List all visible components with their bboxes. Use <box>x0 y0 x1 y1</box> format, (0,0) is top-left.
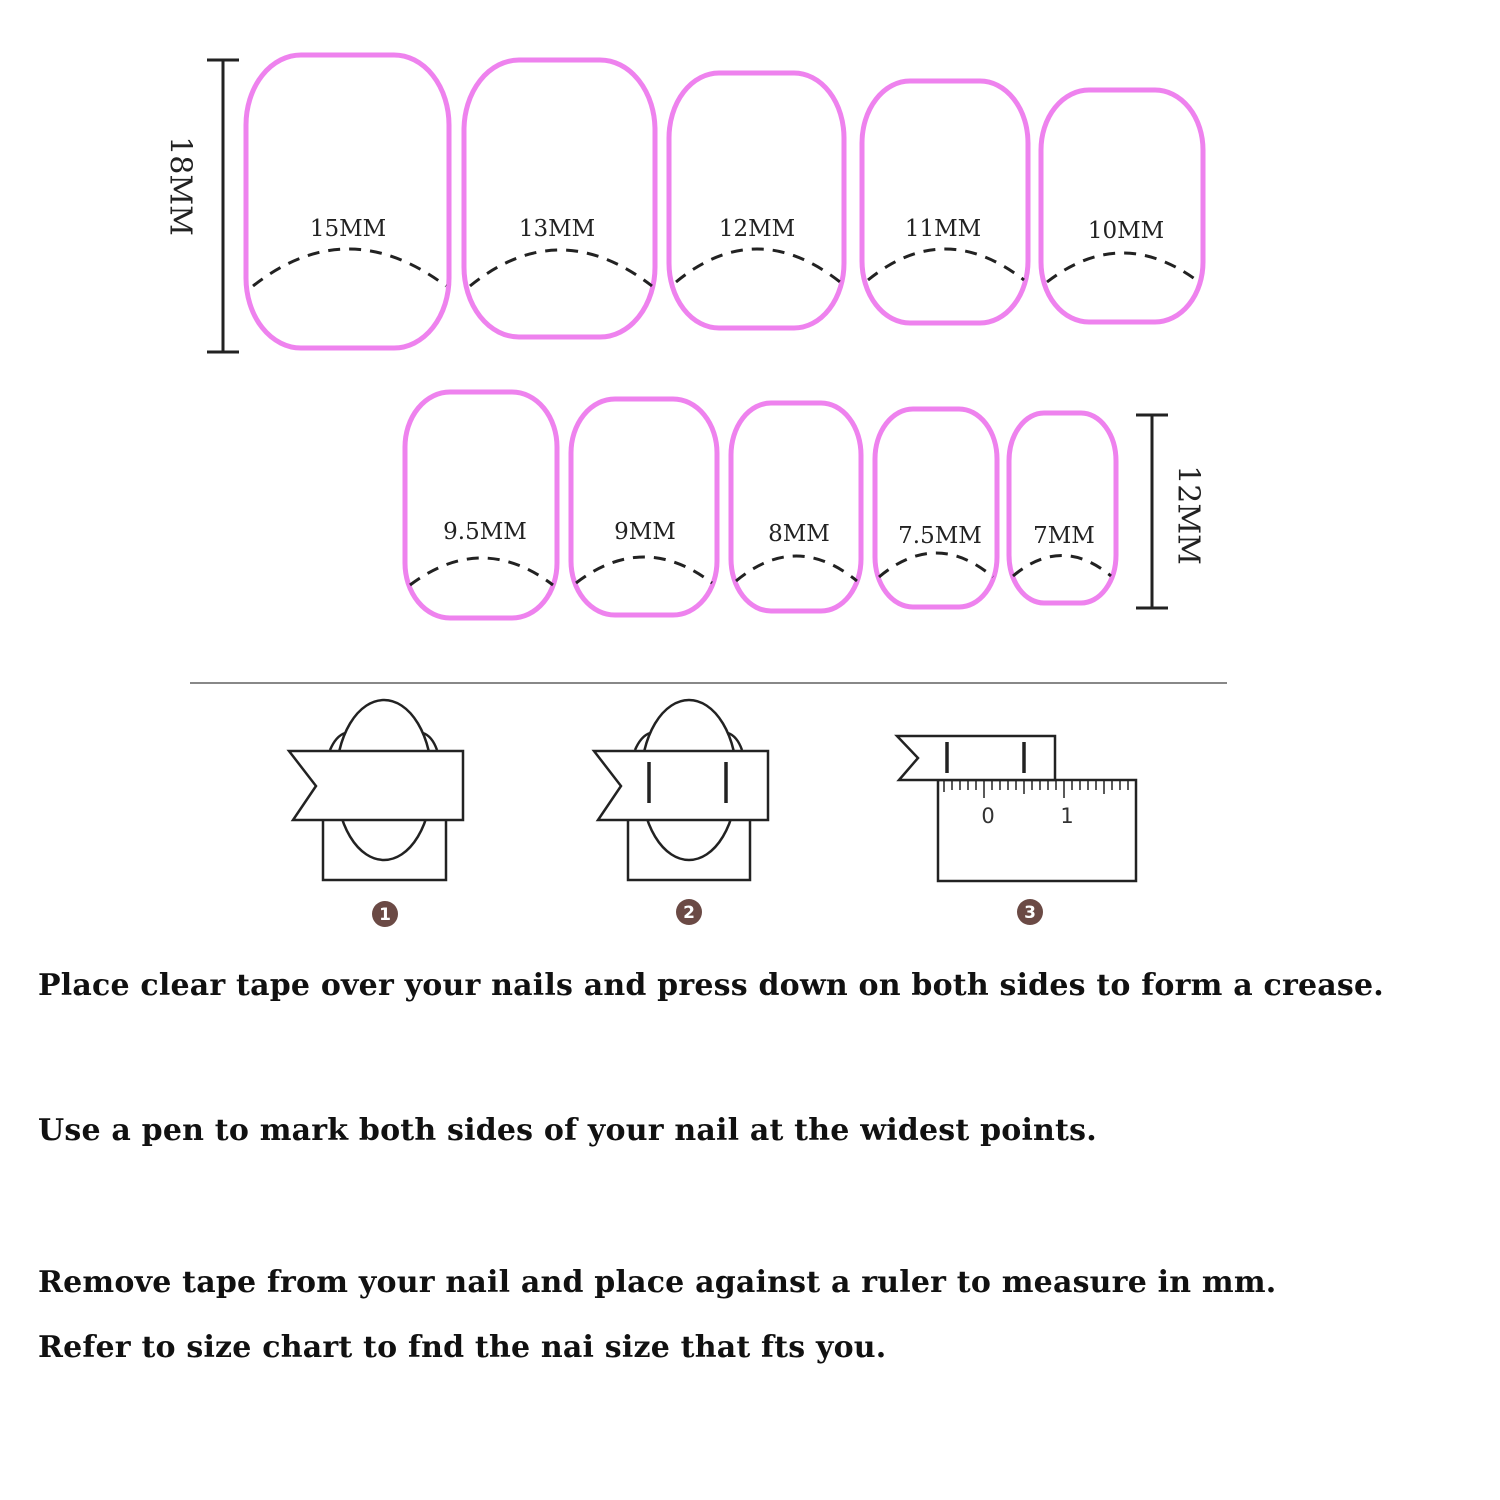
svg-text:1: 1 <box>379 905 391 925</box>
row2-length-bar <box>1136 413 1168 610</box>
row1-length-bar <box>207 58 239 354</box>
nail-label-12mm: 12MM <box>719 216 795 242</box>
step1-badge: 1 <box>372 901 398 927</box>
nail-8mm: 8MM <box>728 400 864 614</box>
nail-curve <box>675 247 841 284</box>
nail-curve <box>878 551 994 579</box>
instruction-step2: Use a pen to mark both sides of your nai… <box>38 1113 1097 1148</box>
ruler-number-1: 1 <box>1060 804 1073 828</box>
ruler <box>936 778 1138 883</box>
step1-illustration <box>286 698 465 882</box>
row1-length-label: 18MM <box>163 136 198 236</box>
nail-curve <box>409 556 554 587</box>
nail-label-9-5mm: 9.5MM <box>443 519 527 545</box>
nail-10mm: 10MM <box>1038 87 1206 325</box>
nail-15mm: 15MM <box>243 52 452 351</box>
instruction-step4: Refer to size chart to fnd the nai size … <box>38 1330 887 1365</box>
nail-curve <box>575 555 713 585</box>
nail-label-7mm: 7MM <box>1033 523 1095 549</box>
nail-7-5mm: 7.5MM <box>872 406 1000 610</box>
nail-label-10mm: 10MM <box>1088 218 1164 244</box>
nail-9-5mm: 9.5MM <box>402 389 560 621</box>
nail-size-diagram: 18MM 15MM 13MM 12MM 11MM 10MM 9.5MM 9MM <box>163 52 1227 927</box>
nail-curve <box>1046 251 1200 284</box>
svg-text:3: 3 <box>1024 903 1036 923</box>
nail-11mm: 11MM <box>859 78 1031 326</box>
nail-7mm: 7MM <box>1006 410 1119 606</box>
tape-strip <box>894 734 1057 782</box>
nail-curve <box>735 554 858 583</box>
nail-12mm: 12MM <box>666 70 847 331</box>
row2-length-label: 12MM <box>1171 465 1206 565</box>
nail-curve <box>1012 554 1112 578</box>
nail-label-9mm: 9MM <box>614 519 676 545</box>
nail-label-11mm: 11MM <box>905 216 981 242</box>
ruler-ticks <box>943 780 1129 798</box>
nail-curve <box>252 247 447 288</box>
nail-curve <box>469 248 653 288</box>
nail-label-8mm: 8MM <box>768 521 830 547</box>
nail-label-7-5mm: 7.5MM <box>898 523 982 549</box>
nail-label-15mm: 15MM <box>310 216 386 242</box>
step3-badge: 3 <box>1017 899 1043 925</box>
instruction-step3: Remove tape from your nail and place aga… <box>38 1265 1277 1300</box>
nail-curve <box>867 247 1025 282</box>
svg-text:2: 2 <box>683 903 695 923</box>
nail-9mm: 9MM <box>568 396 720 618</box>
nail-label-13mm: 13MM <box>519 216 595 242</box>
step3-illustration <box>894 734 1138 883</box>
ruler-number-0: 0 <box>981 804 994 828</box>
nail-13mm: 13MM <box>461 57 658 340</box>
step2-badge: 2 <box>676 899 702 925</box>
instruction-step1: Place clear tape over your nails and pre… <box>38 968 1384 1003</box>
step2-illustration <box>591 698 770 882</box>
